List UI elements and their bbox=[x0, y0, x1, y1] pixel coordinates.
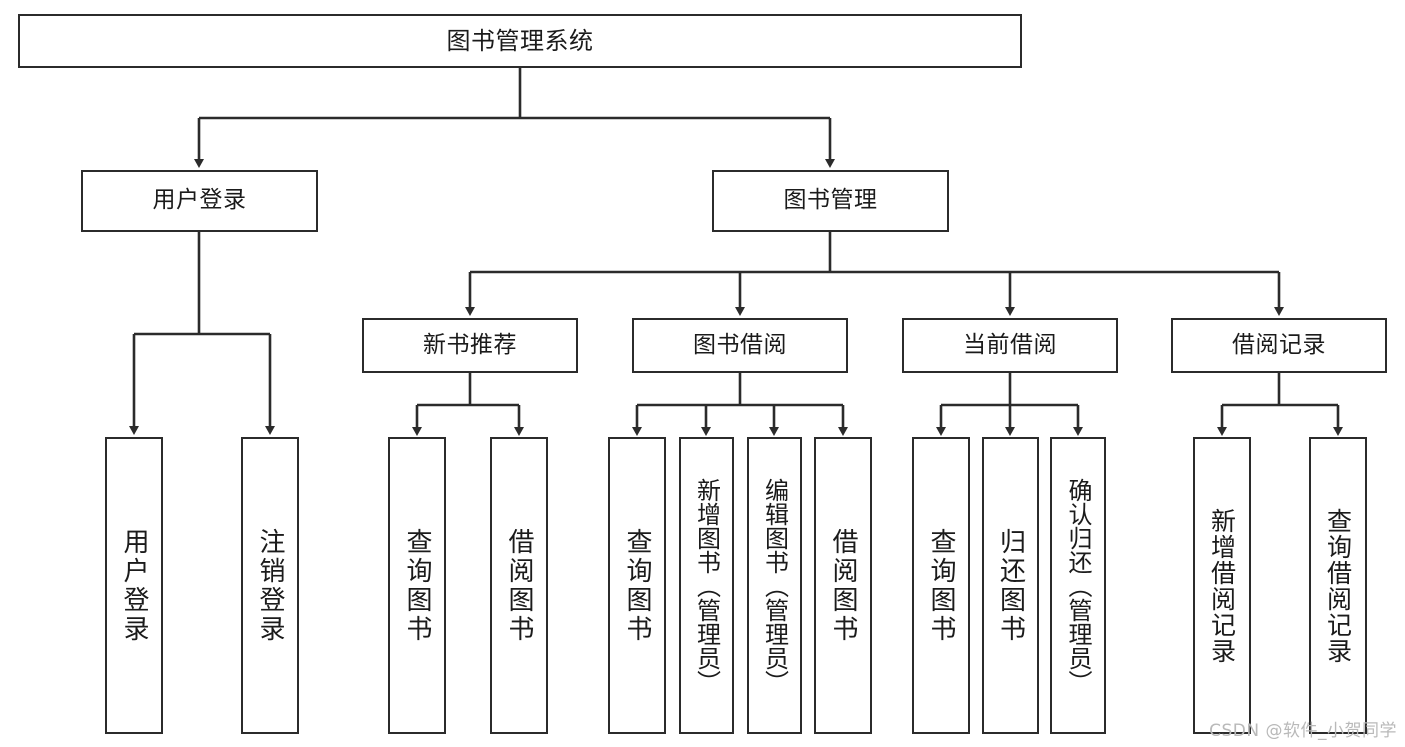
node-label: 编辑图书（管理员） bbox=[760, 477, 789, 694]
leaf-edit-book-admin[interactable]: 编辑图书（管理员） bbox=[747, 437, 802, 734]
watermark-csdn: CSDN @软件_小贺同学 bbox=[1209, 721, 1397, 741]
node-label: 借阅图书 bbox=[504, 527, 534, 644]
node-label: 新书推荐 bbox=[423, 331, 517, 358]
leaf-user-login[interactable]: 用户登录 bbox=[105, 437, 163, 734]
node-label: 确认归还（管理员） bbox=[1064, 477, 1092, 694]
node-label: 查询图书 bbox=[926, 527, 956, 644]
node-user-login[interactable]: 用户登录 bbox=[81, 170, 318, 232]
node-label: 图书管理系统 bbox=[446, 26, 594, 55]
node-label: 查询图书 bbox=[402, 527, 432, 644]
leaf-borrow-book-recommend[interactable]: 借阅图书 bbox=[490, 437, 548, 734]
leaf-return-book[interactable]: 归还图书 bbox=[982, 437, 1039, 734]
node-borrow-record[interactable]: 借阅记录 bbox=[1171, 318, 1387, 373]
node-label: 图书管理 bbox=[783, 187, 878, 214]
node-current-borrow[interactable]: 当前借阅 bbox=[902, 318, 1118, 373]
leaf-query-book-recommend[interactable]: 查询图书 bbox=[388, 437, 446, 734]
node-label: 新增借阅记录 bbox=[1207, 507, 1237, 664]
node-label: 查询图书 bbox=[622, 527, 652, 644]
node-label: 借阅记录 bbox=[1232, 331, 1326, 358]
leaf-user-logout[interactable]: 注销登录 bbox=[241, 437, 299, 734]
leaf-query-book-current[interactable]: 查询图书 bbox=[912, 437, 970, 734]
node-label: 注销登录 bbox=[255, 527, 285, 644]
node-label: 当前借阅 bbox=[963, 331, 1057, 358]
leaf-query-book-borrow[interactable]: 查询图书 bbox=[608, 437, 666, 734]
node-root-book-management-system[interactable]: 图书管理系统 bbox=[18, 14, 1022, 68]
node-label: 图书借阅 bbox=[693, 331, 787, 358]
node-book-borrow[interactable]: 图书借阅 bbox=[632, 318, 848, 373]
node-book-management[interactable]: 图书管理 bbox=[712, 170, 949, 232]
node-label: 借阅图书 bbox=[828, 527, 858, 644]
node-label: 用户登录 bbox=[119, 527, 149, 644]
node-label: 查询借阅记录 bbox=[1323, 507, 1353, 664]
node-label: 用户登录 bbox=[152, 187, 247, 214]
leaf-borrow-book-borrow[interactable]: 借阅图书 bbox=[814, 437, 872, 734]
node-label: 归还图书 bbox=[995, 527, 1026, 644]
leaf-add-borrow-record[interactable]: 新增借阅记录 bbox=[1193, 437, 1251, 734]
leaf-query-borrow-record[interactable]: 查询借阅记录 bbox=[1309, 437, 1367, 734]
leaf-add-book-admin[interactable]: 新增图书（管理员） bbox=[679, 437, 734, 734]
leaf-confirm-return-admin[interactable]: 确认归还（管理员） bbox=[1050, 437, 1106, 734]
node-new-book-recommend[interactable]: 新书推荐 bbox=[362, 318, 578, 373]
node-label: 新增图书（管理员） bbox=[692, 477, 721, 694]
